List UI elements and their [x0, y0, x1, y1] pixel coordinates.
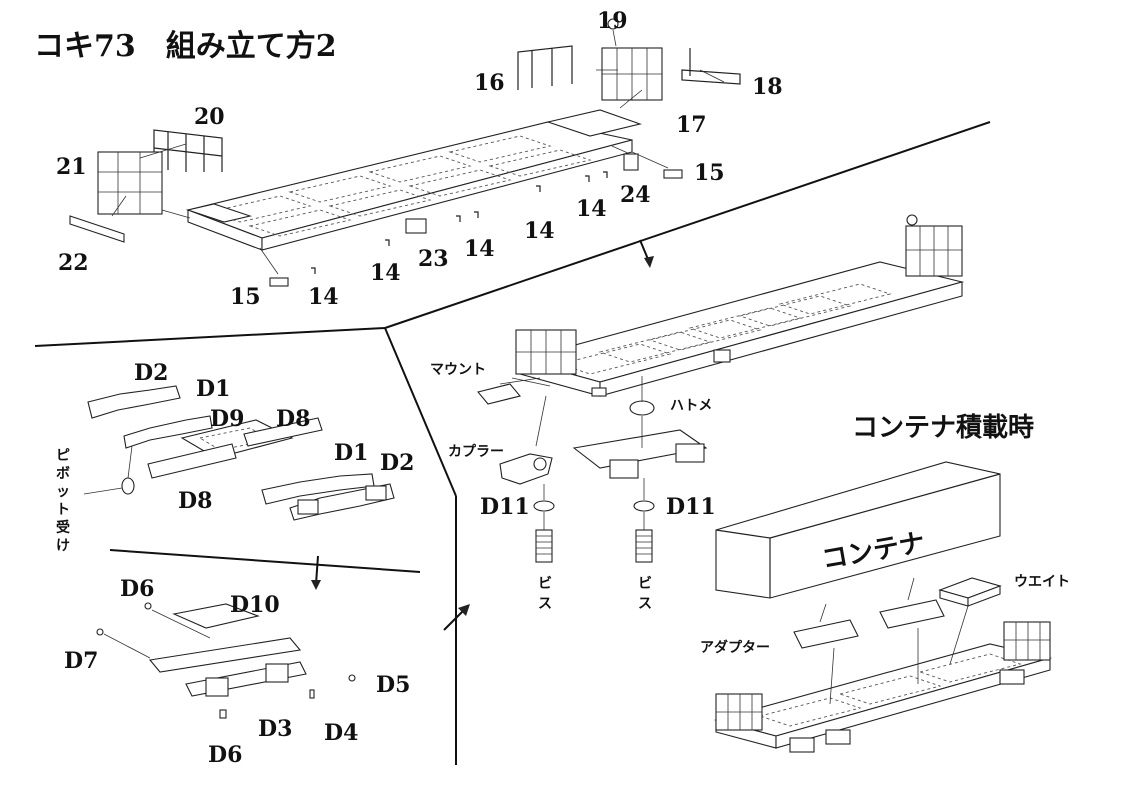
- part-label-24: 24: [620, 182, 651, 208]
- part-label-d8-bottom: D8: [178, 488, 212, 514]
- part-label-19: 19: [597, 8, 628, 34]
- svg-text:ピ: ピ: [56, 448, 70, 464]
- part-label-d7: D7: [64, 648, 98, 674]
- part-label-d1-bottom: D1: [334, 440, 368, 466]
- part-label-d10: D10: [230, 592, 280, 618]
- part-label-d11-right: D11: [666, 494, 716, 520]
- loaded-flatcar: [713, 605, 1053, 753]
- bogie-right-assembly: [477, 376, 708, 563]
- part-label-14-b: 14: [524, 218, 555, 244]
- label-screw-right: ビ ス: [638, 576, 652, 612]
- part-label-d6-bottom: D6: [208, 742, 242, 768]
- svg-text:ス: ス: [538, 596, 552, 612]
- arrow-up-right-icon: [443, 604, 470, 631]
- part-label-d1-top: D1: [196, 376, 230, 402]
- label-weight: ウエイト: [1014, 574, 1070, 590]
- part-label-d2-top: D2: [134, 360, 168, 386]
- part-label-16: 16: [474, 70, 505, 96]
- part-label-d8-top: D8: [276, 406, 310, 432]
- svg-text:け: け: [56, 538, 70, 554]
- part-label-14-d: 14: [370, 260, 401, 286]
- label-pivot: ピ ボ ッ ト 受 け: [56, 448, 70, 554]
- container-box: [715, 461, 1001, 599]
- part-label-14-a: 14: [576, 196, 607, 222]
- bogie-assembled: [96, 602, 356, 719]
- label-adapter: アダプター: [700, 639, 770, 656]
- part-label-d6-top: D6: [120, 576, 154, 602]
- small-parts: [259, 145, 683, 287]
- part-label-d5: D5: [376, 672, 410, 698]
- part-label-d4: D4: [324, 720, 358, 746]
- end-railings-top: [517, 18, 741, 109]
- svg-text:ビ: ビ: [538, 576, 552, 592]
- svg-text:ス: ス: [638, 596, 652, 612]
- part-label-d11-left: D11: [480, 494, 530, 520]
- section-dividers: [34, 121, 991, 765]
- svg-text:ビ: ビ: [638, 576, 652, 592]
- end-railings-left: [69, 129, 223, 243]
- svg-text:ボ: ボ: [56, 466, 70, 482]
- part-label-d2-bottom: D2: [380, 450, 414, 476]
- part-label-d3: D3: [258, 716, 292, 742]
- part-label-22: 22: [58, 250, 89, 276]
- part-label-17: 17: [676, 112, 707, 138]
- label-screw-left: ビ ス: [538, 576, 552, 612]
- page-title: コキ73 組み立て方2: [34, 29, 337, 64]
- part-label-d9: D9: [210, 406, 244, 432]
- label-hatome: ハトメ: [670, 398, 712, 414]
- weight-block: [938, 577, 1002, 607]
- label-coupler: カプラー: [448, 444, 504, 460]
- flatcar-body-exploded: [185, 109, 642, 251]
- part-label-14-e: 14: [308, 284, 339, 310]
- label-mount: マウント: [430, 362, 486, 378]
- assembled-flatcar: [515, 214, 965, 397]
- svg-text:ト: ト: [56, 502, 70, 518]
- svg-text:受: 受: [56, 519, 70, 536]
- part-label-18: 18: [752, 74, 783, 100]
- part-label-21: 21: [56, 154, 87, 180]
- arrow-down-icon: [639, 239, 654, 268]
- part-label-14-c: 14: [464, 236, 495, 262]
- svg-text:ッ: ッ: [56, 484, 70, 500]
- bogie-parts-exploded: [83, 385, 395, 521]
- part-label-20: 20: [194, 104, 225, 130]
- part-label-15-right: 15: [694, 160, 725, 186]
- arrow-down-icon-left: [311, 555, 321, 590]
- adapter-plates: [793, 577, 945, 649]
- label-container-loaded: コンテナ積載時: [852, 413, 1034, 443]
- part-label-23: 23: [418, 246, 449, 272]
- part-label-15-left: 15: [230, 284, 261, 310]
